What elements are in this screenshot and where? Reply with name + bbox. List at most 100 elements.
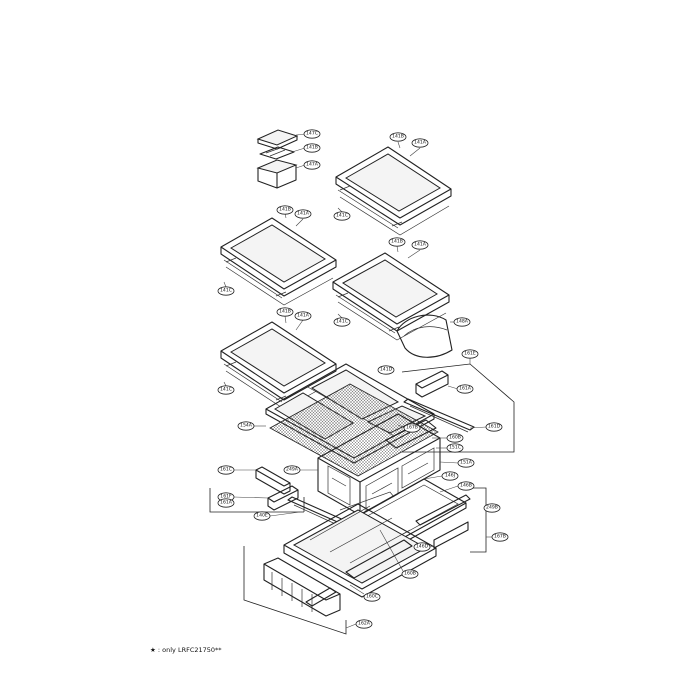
callout-label: 161E (464, 351, 476, 357)
callout-label: 249B (486, 505, 498, 511)
callout-label: 160C (366, 594, 378, 600)
callout-label: 160B (449, 435, 461, 441)
callout-label: 141C (336, 319, 348, 325)
crisper-drawer-housing (317, 413, 441, 516)
bracket-161e (401, 363, 515, 453)
callout-160b: 160B (446, 433, 464, 443)
callout-bubble (403, 423, 421, 433)
callout-141a: 141A (294, 209, 312, 219)
shelf-lower-left (220, 321, 337, 410)
callout-label: 161A (220, 500, 233, 506)
callout-label: 161C (220, 467, 232, 473)
callout-label: 141D (380, 367, 393, 373)
callout-141b: 141B (276, 205, 294, 215)
callout-167b: 167B (491, 532, 509, 542)
callout-label: 160B (404, 571, 416, 577)
callout-label: 161A (459, 386, 472, 392)
callout-label: 141A (297, 313, 310, 319)
callout-141c: 141C (217, 286, 235, 296)
callout-bubble (283, 465, 301, 475)
callout-label: 146B (460, 483, 472, 489)
callout-141b: 141B (276, 307, 294, 317)
callout-249b: 249B (483, 503, 501, 513)
callout-160c: 160C (363, 592, 381, 602)
callout-bubble (303, 143, 321, 153)
callout-bubble (303, 160, 321, 170)
callout-label: 141C (220, 387, 232, 393)
callout-154a: 154A (237, 421, 255, 431)
callout-bubble (401, 569, 419, 579)
callout-141a: 141A (411, 138, 429, 148)
callout-bubble (253, 511, 271, 521)
callout-bubble (485, 422, 503, 432)
door-bin-148a (396, 314, 453, 358)
callout-147c: 147C (303, 129, 321, 139)
callout-bubble (413, 542, 431, 552)
callout-label: 249A (286, 467, 299, 473)
leader-lines (223, 133, 494, 629)
callout-label: 154A (240, 423, 253, 429)
bracket-249b (470, 487, 487, 553)
callout-bubble (377, 365, 395, 375)
callout-label: 141B (391, 239, 403, 245)
callout-bubble (294, 311, 312, 321)
callout-bubble (276, 307, 294, 317)
callout-label: 151A (460, 460, 473, 466)
callout-141a: 141A (411, 240, 429, 250)
bottom-cover-162a (263, 557, 341, 617)
callout-141c: 141C (333, 211, 351, 221)
callout-148a: 148A (453, 317, 471, 327)
part-callouts: 147C141B147A141B141A141C141B141A141C141B… (217, 129, 509, 629)
callout-label: 167B (406, 425, 418, 431)
callout-167b: 167B (403, 423, 421, 433)
callout-bubble (491, 532, 509, 542)
callout-146j: 146J (441, 471, 459, 481)
callout-label: 162A (358, 621, 371, 627)
callout-161c: 161C (217, 465, 235, 475)
callout-label: 147A (306, 162, 319, 168)
callout-147a: 147A (303, 160, 321, 170)
callout-151c: 151C (446, 443, 464, 453)
callout-bubble (294, 209, 312, 219)
callout-label: 141B (306, 145, 318, 151)
callout-bubble (333, 211, 351, 221)
callout-161d: 161D (485, 422, 503, 432)
callout-bubble (456, 384, 474, 394)
shelf-middle-right (332, 252, 450, 341)
callout-bubble (441, 471, 459, 481)
footnote-model-note: ★ : only LRFC21750** (150, 646, 222, 654)
callout-label: 141A (414, 140, 427, 146)
callout-161a: 161A (217, 498, 235, 508)
callout-label: 141A (297, 211, 310, 217)
callout-label: 141B (279, 309, 291, 315)
callout-161e: 161E (461, 349, 479, 359)
shelf-upper-left (220, 217, 337, 306)
callout-146b: 146B (457, 481, 475, 491)
callout-141a: 141A (294, 311, 312, 321)
callout-bubble (217, 498, 235, 508)
callout-bubble (457, 481, 475, 491)
callout-141c: 141C (217, 385, 235, 395)
shelf-upper-right (335, 146, 452, 236)
callout-141c: 141C (333, 317, 351, 327)
callout-bubble (355, 619, 373, 629)
egg-tray-assembly (256, 129, 299, 189)
callout-141b: 141B (389, 132, 407, 142)
crisper-cover-assembly (265, 363, 439, 477)
callout-bubble (276, 205, 294, 215)
callout-bubble (461, 349, 479, 359)
callout-label: 148A (456, 319, 469, 325)
callout-bubble (237, 421, 255, 431)
callout-label: 146J (445, 473, 455, 479)
callout-249a: 249A (283, 465, 301, 475)
callout-162a: 162A (355, 619, 373, 629)
callout-bubble (446, 433, 464, 443)
callout-141b: 141B (303, 143, 321, 153)
callout-label: 146D (416, 544, 429, 550)
callout-label: 141C (220, 288, 232, 294)
callout-161a: 161A (456, 384, 474, 394)
callout-bubble (217, 385, 235, 395)
callout-bubble (333, 317, 351, 327)
bracket-161f (209, 488, 305, 513)
